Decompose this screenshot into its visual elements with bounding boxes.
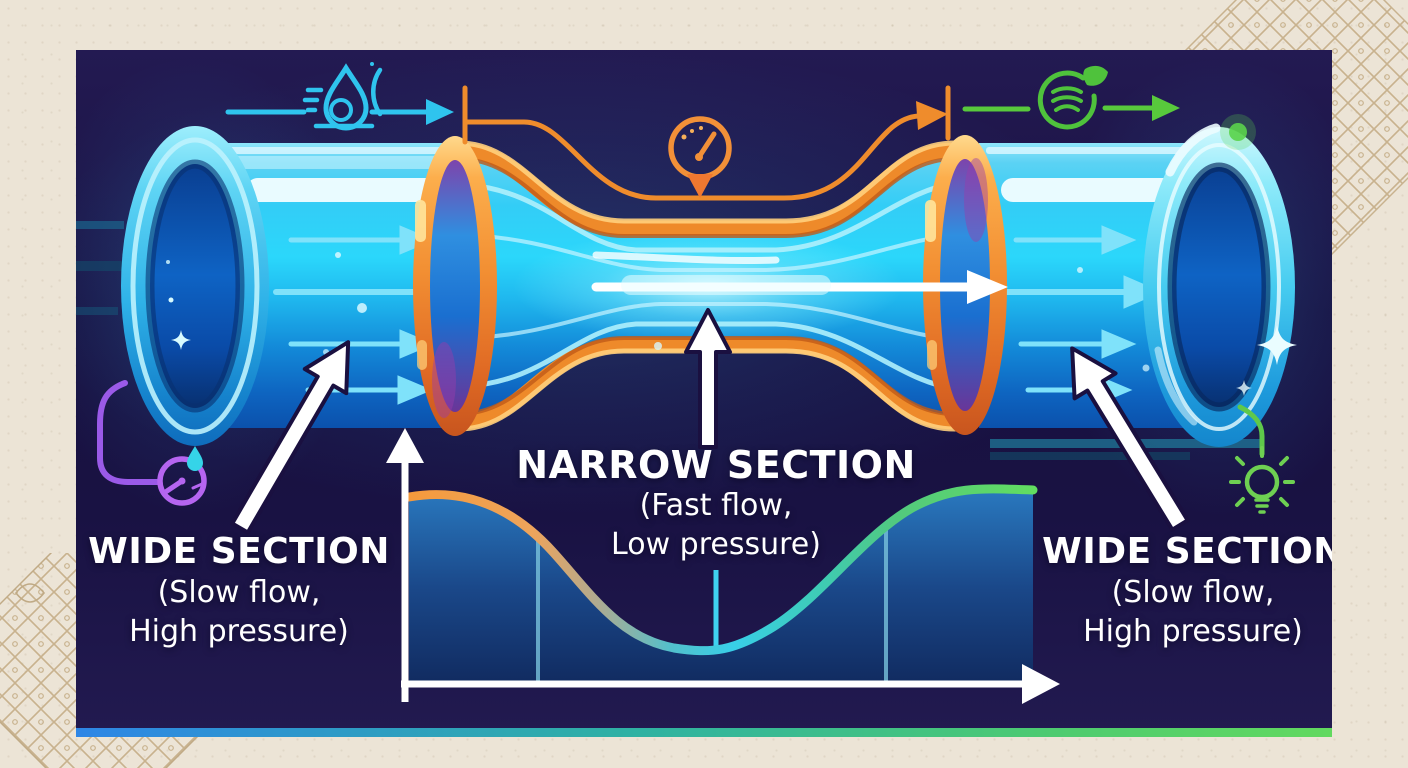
narrow-section-title: NARROW SECTION [516,443,916,487]
wide-section-left-subtitle-1: (Slow flow, [157,575,321,610]
narrow-section-label: NARROW SECTION (Fast flow, Low pressure) [486,444,946,564]
graph-axes [386,428,1060,704]
wide-section-left-title: WIDE SECTION [88,531,390,572]
green-glint [1229,123,1247,141]
eco-leaf-icon [1037,65,1108,130]
narrow-section-subtitle-1: (Fast flow, [639,488,793,523]
contour-arrow [462,113,921,201]
callout-arrow-wide-right [1070,346,1190,532]
bottom-accent-strip [76,728,1332,737]
top-annotations [225,62,1180,201]
callout-arrows [230,308,1190,535]
pressure-gauge-icon [157,456,207,506]
pipe-right-end-ring [1143,114,1295,447]
pipe-left-end-ring [121,126,269,446]
flame-icon [187,446,203,471]
pressure-gauge-assembly [97,380,207,506]
wide-section-left-label: WIDE SECTION (Slow flow, High pressure) [79,531,399,651]
wide-section-right-label: WIDE SECTION (Slow flow, High pressure) [1033,531,1332,651]
gauge-pin-icon [668,116,732,198]
wide-section-left-subtitle-2: High pressure) [129,614,349,649]
sparkles [1236,325,1297,396]
diagram-canvas [76,50,1332,737]
wide-section-right-title: WIDE SECTION [1042,531,1332,572]
venturi-walls [451,140,963,432]
narrow-section-subtitle-2: Low pressure) [611,527,821,562]
wide-section-right-subtitle-2: High pressure) [1083,614,1303,649]
pressure-curve [404,484,1038,656]
green-arrowhead [1152,95,1180,121]
cyan-arrowhead [426,99,454,125]
lightbulb-assembly [1229,404,1295,514]
diagram-panel: NARROW SECTION (Fast flow, Low pressure)… [76,50,1332,737]
sparkle-icon [171,330,191,350]
callout-arrow-wide-left [230,340,351,535]
central-flow-arrow [591,270,1008,304]
lightbulb-icon [1229,446,1295,514]
pressure-graph [386,428,1060,704]
wide-section-right-subtitle-1: (Slow flow, [1111,575,1275,610]
orange-ring-left [413,136,497,436]
bubbles [323,252,1150,372]
callout-arrow-narrow [684,308,732,449]
